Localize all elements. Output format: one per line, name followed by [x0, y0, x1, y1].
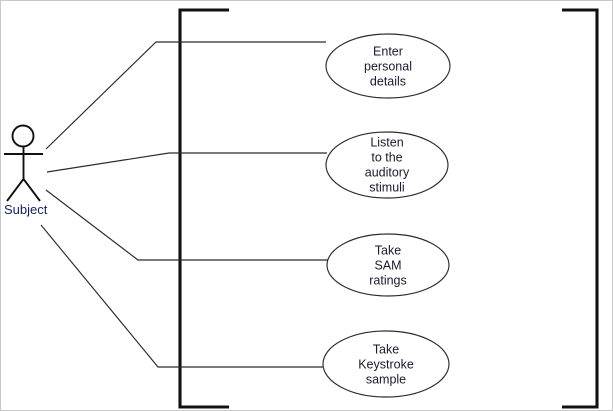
use-case-ellipse [325, 131, 449, 199]
actor-label: Subject [4, 202, 48, 217]
use-case-label-line: Take [373, 342, 399, 356]
use-case-label-line: Take [375, 243, 401, 257]
use-case-enter-personal-details[interactable]: Enter personal details [325, 33, 451, 99]
use-case-label-line: Listen [370, 135, 403, 149]
use-case-label-line: details [370, 74, 406, 88]
actor-head-icon [11, 124, 35, 148]
system-boundary-right-bracket [562, 8, 599, 409]
use-case-take-sam-ratings[interactable]: Take SAM ratings [326, 233, 450, 297]
actor-right-leg-icon [22, 178, 41, 202]
use-case-label-line: stimuli [369, 180, 404, 194]
use-case-take-keystroke-sample[interactable]: Take Keystroke sample [322, 330, 450, 398]
association-subject-take-keystroke-sample[interactable] [40, 224, 325, 368]
use-case-ellipse [326, 233, 450, 297]
use-case-label-line: Keystroke [358, 357, 414, 371]
association-subject-enter-personal-details[interactable] [45, 41, 326, 150]
association-lines [40, 41, 328, 368]
association-subject-take-sam-ratings[interactable] [45, 189, 328, 261]
actor-subject[interactable]: Subject [4, 124, 48, 218]
use-case-label-line: personal [364, 59, 412, 73]
use-case-ellipse [322, 330, 450, 398]
use-case-label-line: SAM [374, 258, 401, 272]
use-case-label-line: to the [371, 150, 402, 164]
association-subject-listen-auditory-stimuli[interactable] [46, 152, 327, 173]
use-case-label-line: auditory [365, 165, 410, 179]
system-boundary [178, 8, 599, 409]
use-case-label-line: Enter [373, 44, 403, 58]
use-case-label-line: sample [366, 372, 406, 386]
system-boundary-left-bracket [178, 8, 229, 409]
use-case-ellipse [325, 33, 451, 99]
use-case-listen-auditory-stimuli[interactable]: Listen to the auditory stimuli [325, 131, 449, 199]
actor-left-leg-icon [6, 178, 25, 202]
use-case-label-line: ratings [369, 273, 407, 287]
